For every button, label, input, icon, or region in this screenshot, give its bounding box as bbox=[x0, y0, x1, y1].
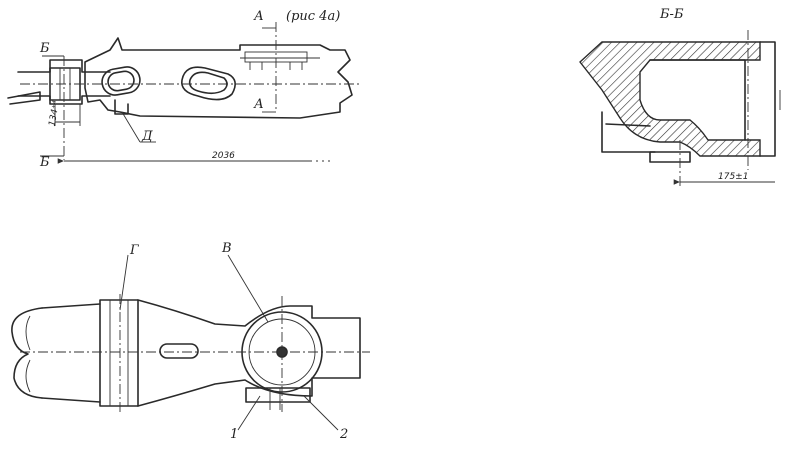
plan-view: Г В 1 2 bbox=[11, 241, 370, 442]
item-1-label: 1 bbox=[230, 427, 238, 442]
band-g bbox=[99, 299, 139, 407]
section-b-top-label: Б bbox=[39, 41, 50, 56]
label-v: В bbox=[221, 241, 232, 256]
bottom-bracket bbox=[245, 387, 311, 403]
section-a-bottom-label: А bbox=[253, 97, 264, 112]
section-bb-title: Б-Б bbox=[659, 7, 684, 22]
label-d: Д bbox=[141, 129, 153, 144]
figure-reference: (рис 4а) bbox=[286, 9, 340, 24]
window-opening-2 bbox=[181, 66, 236, 101]
left-end-cap bbox=[11, 307, 43, 399]
hatched-section bbox=[579, 41, 761, 157]
side-view: А (рис 4а) А Б Б Д 134⁺⁴ 2036 bbox=[7, 9, 360, 170]
section-a-top-label: А bbox=[253, 9, 264, 24]
window-opening-1 bbox=[101, 66, 141, 96]
dimension-2036: 2036 bbox=[212, 151, 235, 161]
slot-opening bbox=[159, 343, 199, 359]
dimension-134: 134⁺⁴ bbox=[48, 100, 62, 127]
label-g: Г bbox=[129, 243, 139, 258]
tapered-body bbox=[137, 299, 361, 407]
item-2-label: 2 bbox=[339, 427, 348, 442]
frame-outline bbox=[84, 37, 353, 119]
dimension-175: 175±1 bbox=[718, 172, 748, 182]
section-bb-view: Б-Б 175±1 bbox=[579, 7, 781, 188]
section-b-bottom-label: Б bbox=[39, 155, 50, 170]
